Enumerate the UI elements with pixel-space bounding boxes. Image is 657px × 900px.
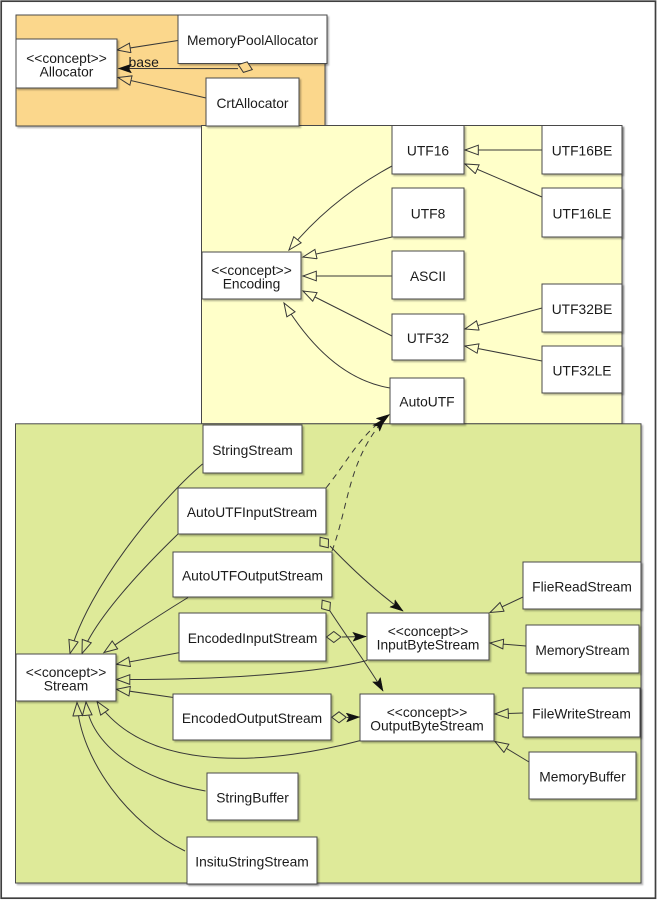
svg-text:UTF32: UTF32 <box>407 331 449 346</box>
svg-text:<<concept>>: <<concept>> <box>388 624 469 639</box>
svg-text:<<concept>>: <<concept>> <box>387 705 468 720</box>
svg-text:MemoryBuffer: MemoryBuffer <box>539 769 626 784</box>
svg-text:AutoUTFInputStream: AutoUTFInputStream <box>187 505 317 520</box>
svg-text:OutputByteStream: OutputByteStream <box>370 719 484 734</box>
svg-text:Allocator: Allocator <box>40 65 94 80</box>
svg-text:EncodedOutputStream: EncodedOutputStream <box>182 711 322 726</box>
svg-text:UTF16BE: UTF16BE <box>552 144 613 159</box>
svg-text:UTF16: UTF16 <box>407 144 449 159</box>
svg-text:Stream: Stream <box>44 679 88 694</box>
svg-text:ASCII: ASCII <box>410 269 446 284</box>
svg-text:InsituStringStream: InsituStringStream <box>195 854 309 869</box>
svg-text:CrtAllocator: CrtAllocator <box>216 96 288 111</box>
svg-text:EncodedInputStream: EncodedInputStream <box>188 631 318 646</box>
svg-text:StringBuffer: StringBuffer <box>216 790 289 805</box>
svg-text:AutoUTF: AutoUTF <box>399 395 454 410</box>
svg-text:MemoryPoolAllocator: MemoryPoolAllocator <box>187 33 319 48</box>
svg-text:Encoding: Encoding <box>223 277 281 292</box>
svg-text:UTF32LE: UTF32LE <box>552 363 611 378</box>
svg-text:StringStream: StringStream <box>212 443 293 458</box>
svg-text:AutoUTFOutputStream: AutoUTFOutputStream <box>182 568 323 583</box>
svg-text:UTF32BE: UTF32BE <box>552 302 613 317</box>
svg-text:FlieReadStream: FlieReadStream <box>532 579 632 594</box>
svg-text:InputByteStream: InputByteStream <box>377 638 480 653</box>
svg-text:FileWriteStream: FileWriteStream <box>532 706 631 721</box>
svg-text:<<concept>>: <<concept>> <box>26 51 107 66</box>
svg-text:<<concept>>: <<concept>> <box>211 263 292 278</box>
svg-text:UTF16LE: UTF16LE <box>552 206 611 221</box>
svg-text:base: base <box>129 54 160 70</box>
svg-text:UTF8: UTF8 <box>411 206 446 221</box>
svg-text:<<concept>>: <<concept>> <box>26 665 107 680</box>
svg-text:MemoryStream: MemoryStream <box>535 643 629 658</box>
